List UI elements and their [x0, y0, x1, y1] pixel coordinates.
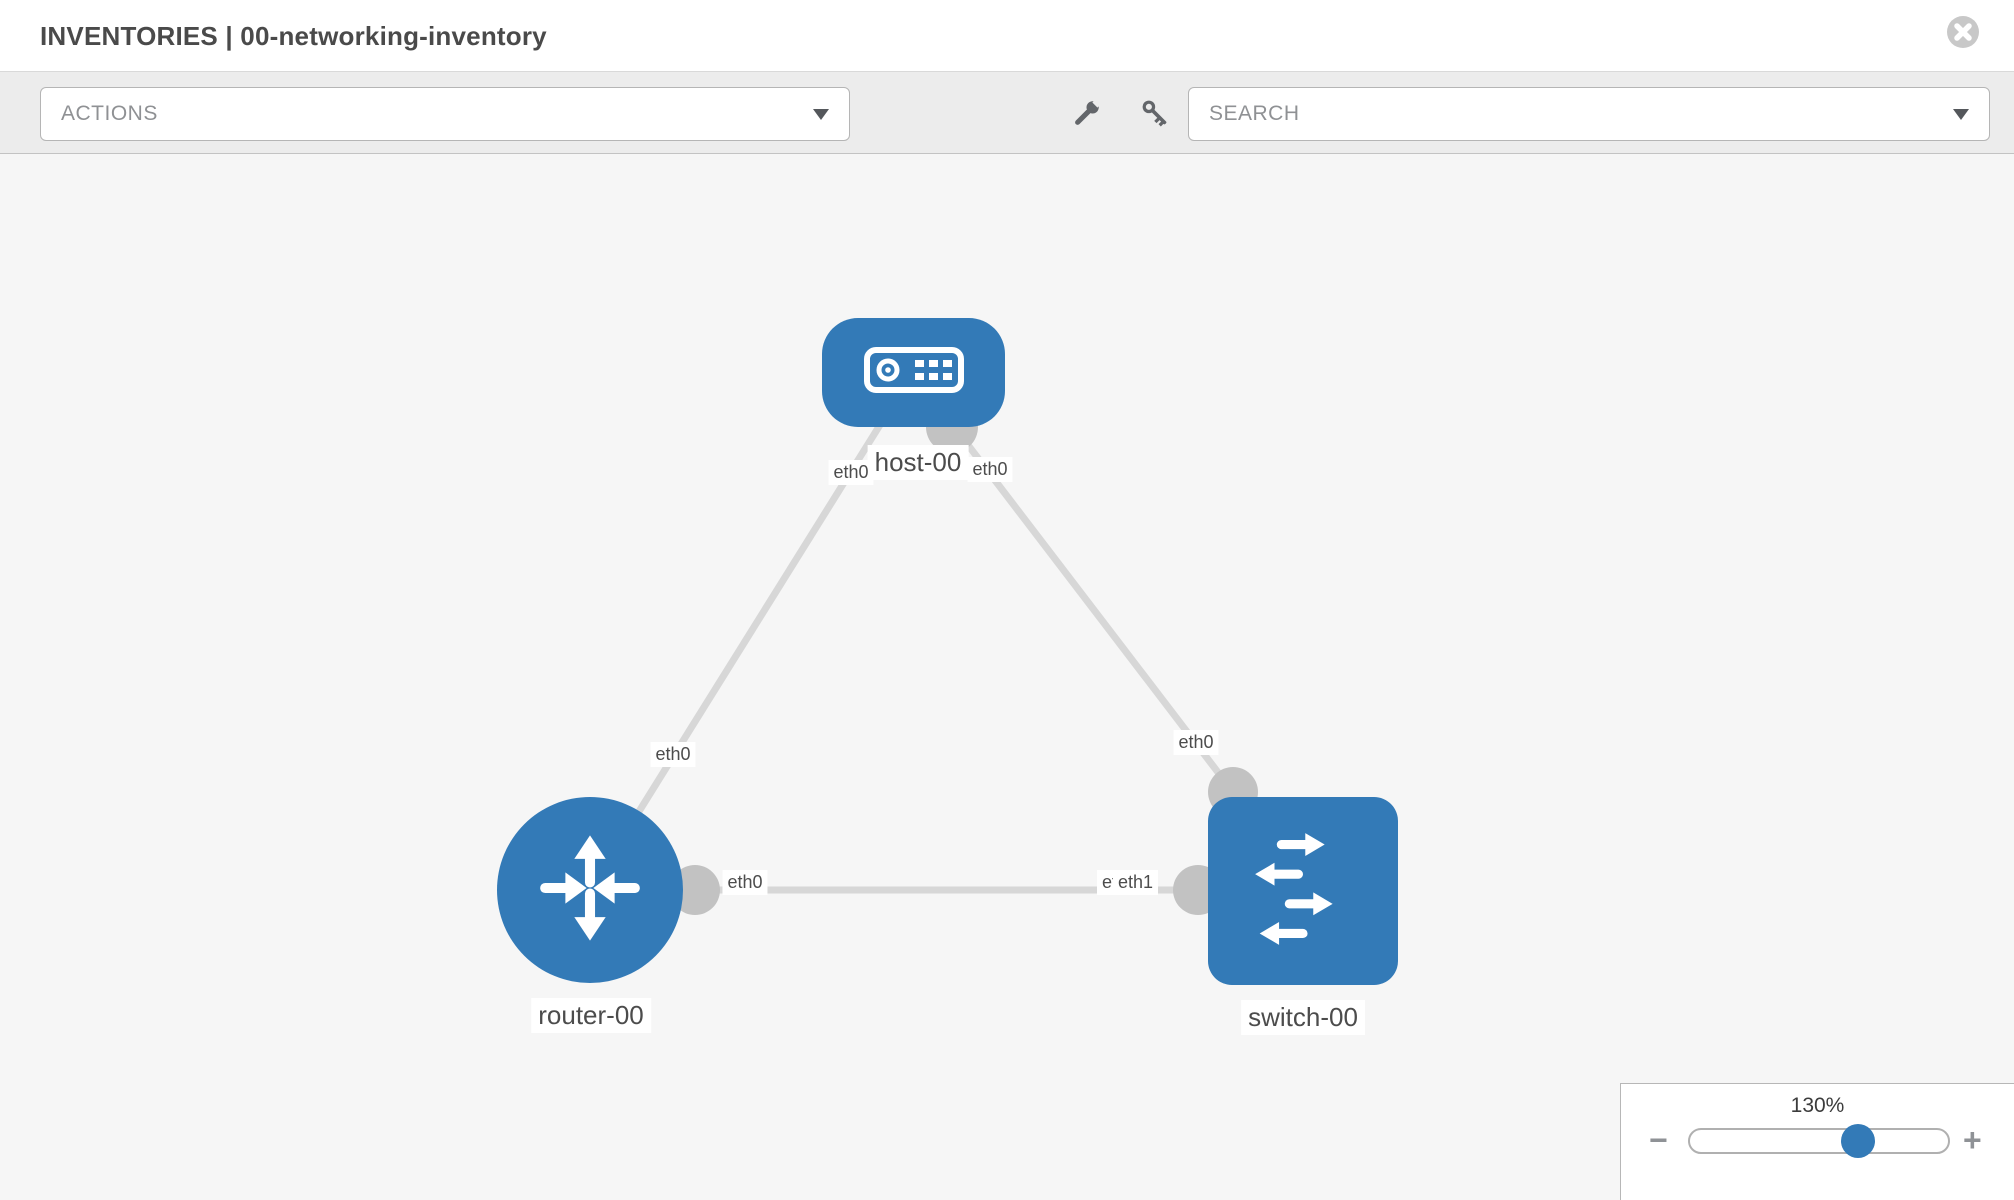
chevron-down-icon: [813, 108, 829, 120]
key-button[interactable]: [1138, 96, 1174, 132]
port-router-right[interactable]: [670, 865, 720, 915]
switch-icon: [1246, 832, 1360, 951]
zoom-level-value: 130%: [1790, 1094, 1845, 1117]
zoom-slider-track[interactable]: [1688, 1128, 1950, 1154]
topology-links-layer: [587, 370, 1303, 915]
interface-label-host-to-switch: eth0: [967, 457, 1013, 482]
zoom-out-button[interactable]: −: [1649, 1122, 1668, 1158]
wrench-icon: [1068, 98, 1104, 136]
node-label-host: host-00: [867, 445, 969, 480]
search-placeholder: SEARCH: [1209, 102, 1300, 125]
server-icon: [863, 347, 964, 398]
close-icon: [1946, 16, 1980, 53]
node-label-switch: switch-00: [1241, 1000, 1365, 1035]
node-host-00[interactable]: [822, 318, 1005, 427]
interface-label-router-to-host: eth0: [650, 742, 696, 767]
key-icon: [1138, 100, 1174, 136]
actions-dropdown-label: ACTIONS: [61, 102, 158, 125]
close-button[interactable]: [1946, 15, 1980, 49]
zoom-slider-knob[interactable]: [1841, 1124, 1875, 1158]
header: INVENTORIES | 00-networking-inventory: [0, 0, 2014, 72]
interface-label-switch-to-host: eth0: [1173, 730, 1219, 755]
router-icon: [534, 832, 646, 949]
link-host-router[interactable]: [587, 370, 916, 892]
node-label-router: router-00: [531, 998, 651, 1033]
page-title: INVENTORIES | 00-networking-inventory: [40, 21, 547, 51]
zoom-in-button[interactable]: +: [1963, 1122, 1982, 1158]
node-router-00[interactable]: [497, 797, 683, 983]
toolbar: ACTIONS S: [0, 72, 2014, 154]
interface-label-router-to-switch: eth0: [722, 870, 768, 895]
search-input[interactable]: SEARCH: [1188, 87, 1990, 141]
interface-label-switch-to-router: eth1: [1113, 870, 1159, 895]
wrench-button[interactable]: [1068, 96, 1104, 132]
topology-canvas[interactable]: host-00 router-00 switch-00 eth0 eth0 et…: [0, 154, 2014, 1200]
chevron-down-icon: [1953, 108, 1969, 120]
actions-dropdown[interactable]: ACTIONS: [40, 87, 850, 141]
interface-label-host-to-router: eth0: [828, 460, 874, 485]
node-switch-00[interactable]: [1208, 797, 1398, 985]
zoom-panel: 130% − +: [1620, 1083, 2014, 1200]
